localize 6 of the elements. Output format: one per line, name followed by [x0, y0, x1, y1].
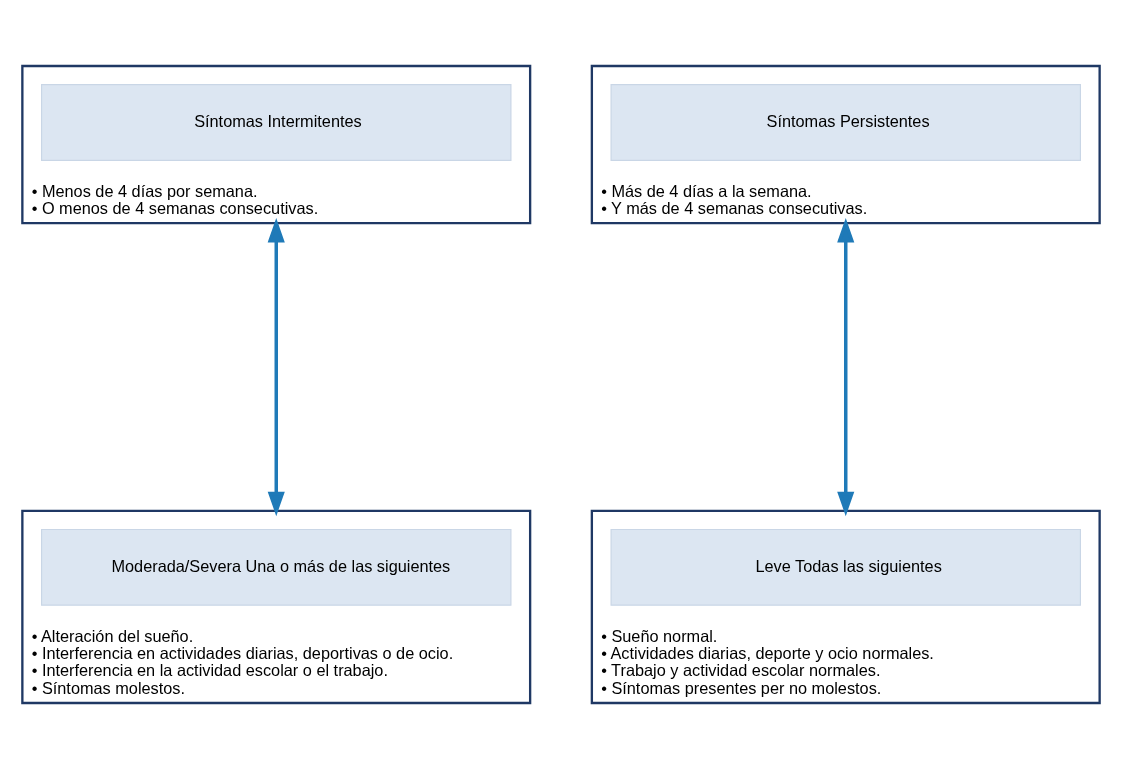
arrow: [837, 217, 855, 517]
node-box: Síntomas Persistentes: [610, 84, 1081, 161]
node-box: Síntomas Intermitentes: [41, 84, 512, 161]
arrow: [267, 217, 285, 517]
node-box: Moderada/Severa Una o más de las siguientes: [41, 528, 512, 606]
node-box: Leve Todas las siguientes: [610, 528, 1081, 606]
